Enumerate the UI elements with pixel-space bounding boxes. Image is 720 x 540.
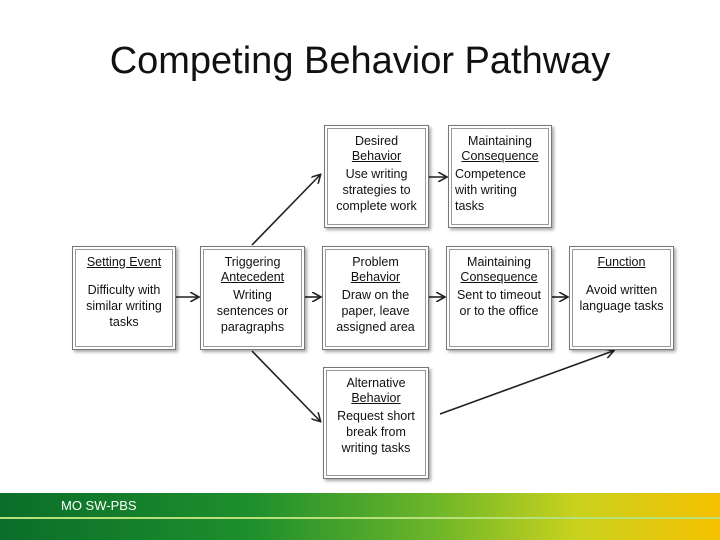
arrow-trigger-to-desired — [251, 175, 320, 246]
maintaining-consequence-top-box: Maintaining Consequence Competence with … — [448, 125, 552, 228]
maintaining-consequence-mid-heading: Maintaining Consequence — [460, 255, 538, 284]
page-title: Competing Behavior Pathway — [109, 40, 611, 82]
function-heading: Function — [597, 255, 646, 269]
desired-behavior-heading: Desired Behavior — [351, 134, 402, 163]
arrow-trigger-to-alternative — [251, 350, 320, 421]
maintaining-consequence-top-text: Competence with writing tasks — [455, 167, 526, 213]
triggering-antecedent-heading: Triggering Antecedent — [220, 255, 285, 284]
setting-event-heading: Setting Event — [86, 255, 162, 269]
function-box: Function Avoid written language tasks — [569, 246, 674, 350]
problem-behavior-box: Problem Behavior Draw on the paper, leav… — [322, 246, 429, 350]
alternative-behavior-heading: Alternative Behavior — [346, 376, 406, 405]
alternative-behavior-box: Alternative Behavior Request short break… — [323, 367, 429, 479]
arrow-alternative-to-function — [439, 351, 613, 415]
desired-behavior-text: Use writing strategies to complete work — [336, 167, 417, 213]
triggering-antecedent-text: Writing sentences or paragraphs — [216, 288, 289, 334]
setting-event-text: Difficulty with similar writing tasks — [86, 283, 162, 329]
function-text: Avoid written language tasks — [579, 283, 664, 313]
footer-label: MO SW-PBS — [61, 498, 137, 513]
problem-behavior-text: Draw on the paper, leave assigned area — [336, 288, 415, 334]
footer-bar — [0, 493, 720, 540]
desired-behavior-box: Desired Behavior Use writing strategies … — [324, 125, 429, 228]
footer-divider — [0, 517, 720, 519]
maintaining-consequence-mid-box: Maintaining Consequence Sent to timeout … — [446, 246, 552, 350]
alternative-behavior-text: Request short break from writing tasks — [337, 409, 415, 455]
setting-event-box: Setting Event Difficulty with similar wr… — [72, 246, 176, 350]
maintaining-consequence-top-heading: Maintaining Consequence — [461, 134, 539, 163]
problem-behavior-heading: Problem Behavior — [350, 255, 401, 284]
maintaining-consequence-mid-text: Sent to timeout or to the office — [456, 288, 542, 318]
triggering-antecedent-box: Triggering Antecedent Writing sentences … — [200, 246, 305, 350]
